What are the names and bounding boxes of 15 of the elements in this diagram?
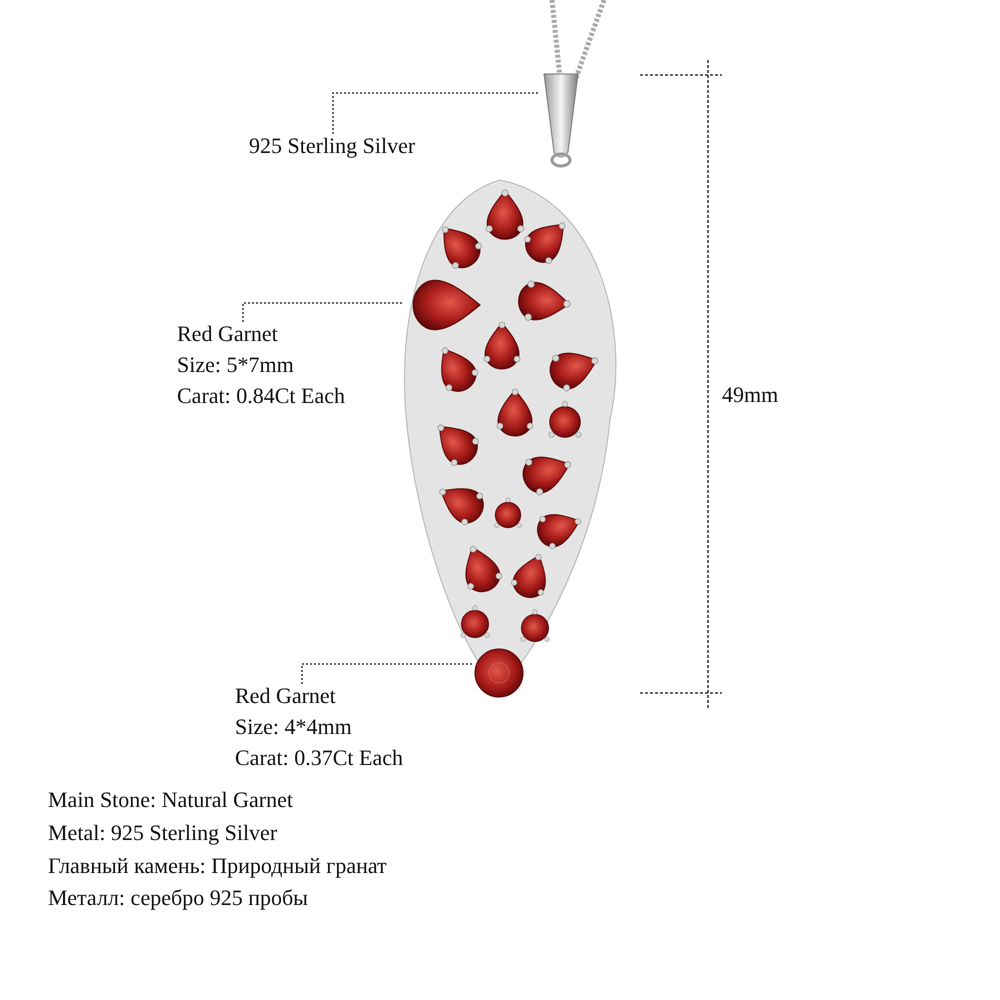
spec-text: Главный камень: Природный гранат — [48, 852, 387, 880]
callout-text: Size: 5*7mm — [177, 351, 294, 379]
leader-line — [242, 302, 404, 322]
callout-text: Red Garnet — [177, 320, 278, 348]
leader-line — [332, 92, 540, 134]
callout-text: Carat: 0.84Ct Each — [177, 382, 346, 410]
spec-text: Металл: серебро 925 пробы — [48, 884, 308, 912]
callout-text: Size: 4*4mm — [235, 713, 352, 741]
dimension-label: 49mm — [722, 381, 778, 409]
spec-text: Main Stone: Natural Garnet — [48, 786, 293, 814]
callout-text: Carat: 0.37Ct Each — [235, 744, 404, 772]
callout-text: Red Garnet — [235, 682, 336, 710]
leader-line — [301, 663, 472, 684]
spec-text: Metal: 925 Sterling Silver — [48, 819, 278, 847]
callout-text: 925 Sterling Silver — [249, 132, 416, 160]
